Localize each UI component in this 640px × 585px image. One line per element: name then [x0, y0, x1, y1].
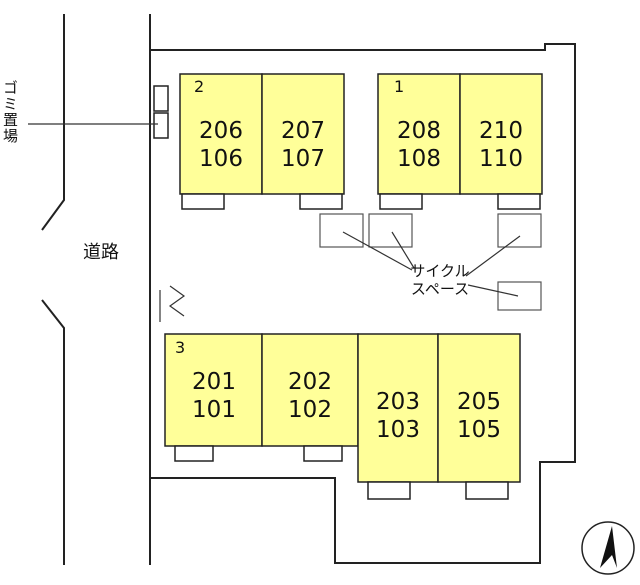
entry-step	[379, 193, 423, 210]
room-number: 206	[199, 118, 243, 144]
unit-206-106	[179, 73, 263, 195]
cycle-space-label-line1: サイクル	[410, 262, 470, 280]
unit-205-105	[437, 333, 521, 483]
room-number: 205	[457, 389, 501, 415]
room-number: 101	[192, 397, 236, 423]
room-number: 208	[397, 118, 441, 144]
room-number-pair: 208 108	[379, 117, 459, 173]
entry-step	[497, 193, 541, 210]
room-number: 201	[192, 369, 236, 395]
north-arrow-icon	[581, 521, 635, 575]
room-number: 105	[457, 417, 501, 443]
cycle-leader-lines	[342, 231, 521, 297]
room-number-pair: 202 102	[270, 368, 350, 424]
room-number: 106	[199, 146, 243, 172]
garbage-area-label: ゴミ置場	[1, 80, 19, 144]
cycle-space-label: サイクル スペース	[400, 262, 480, 298]
room-number-pair: 201 101	[174, 368, 254, 424]
room-number-pair: 205 105	[439, 388, 519, 444]
room-number: 203	[376, 389, 420, 415]
room-number: 102	[288, 397, 332, 423]
road-edge-west-lower	[41, 299, 65, 565]
cycle-space	[368, 213, 413, 248]
unit-208-108	[377, 73, 461, 195]
garbage-bin-upper	[153, 85, 169, 112]
cycle-space	[497, 281, 542, 311]
cycle-space	[319, 213, 364, 248]
room-number: 210	[479, 118, 523, 144]
road-edge-west-upper	[41, 14, 65, 231]
room-number-pair: 210 110	[461, 117, 541, 173]
room-number-pair: 203 103	[358, 388, 438, 444]
entrance-gate-icon	[159, 285, 186, 322]
room-number: 202	[288, 369, 332, 395]
building-number: 2	[194, 77, 205, 96]
entry-step	[303, 445, 343, 462]
room-number: 108	[397, 146, 441, 172]
room-number-pair: 206 106	[181, 117, 261, 173]
unit-210-110	[459, 73, 543, 195]
entry-step	[367, 481, 411, 500]
building-number: 3	[175, 338, 186, 357]
garbage-bin-lower	[153, 112, 169, 139]
cycle-space-label-line2: スペース	[410, 280, 470, 298]
entry-step	[465, 481, 509, 500]
room-number: 207	[281, 118, 325, 144]
room-number-pair: 207 107	[263, 117, 343, 173]
entry-step	[181, 193, 225, 210]
unit-201-101	[164, 333, 263, 447]
room-number: 110	[479, 146, 523, 172]
room-number: 107	[281, 146, 325, 172]
site-boundary	[149, 43, 576, 564]
entry-step	[174, 445, 214, 462]
cycle-space	[497, 213, 542, 248]
entry-step	[299, 193, 343, 210]
building-number: 1	[394, 77, 405, 96]
road-label: 道路	[83, 242, 119, 263]
room-number: 103	[376, 417, 420, 443]
